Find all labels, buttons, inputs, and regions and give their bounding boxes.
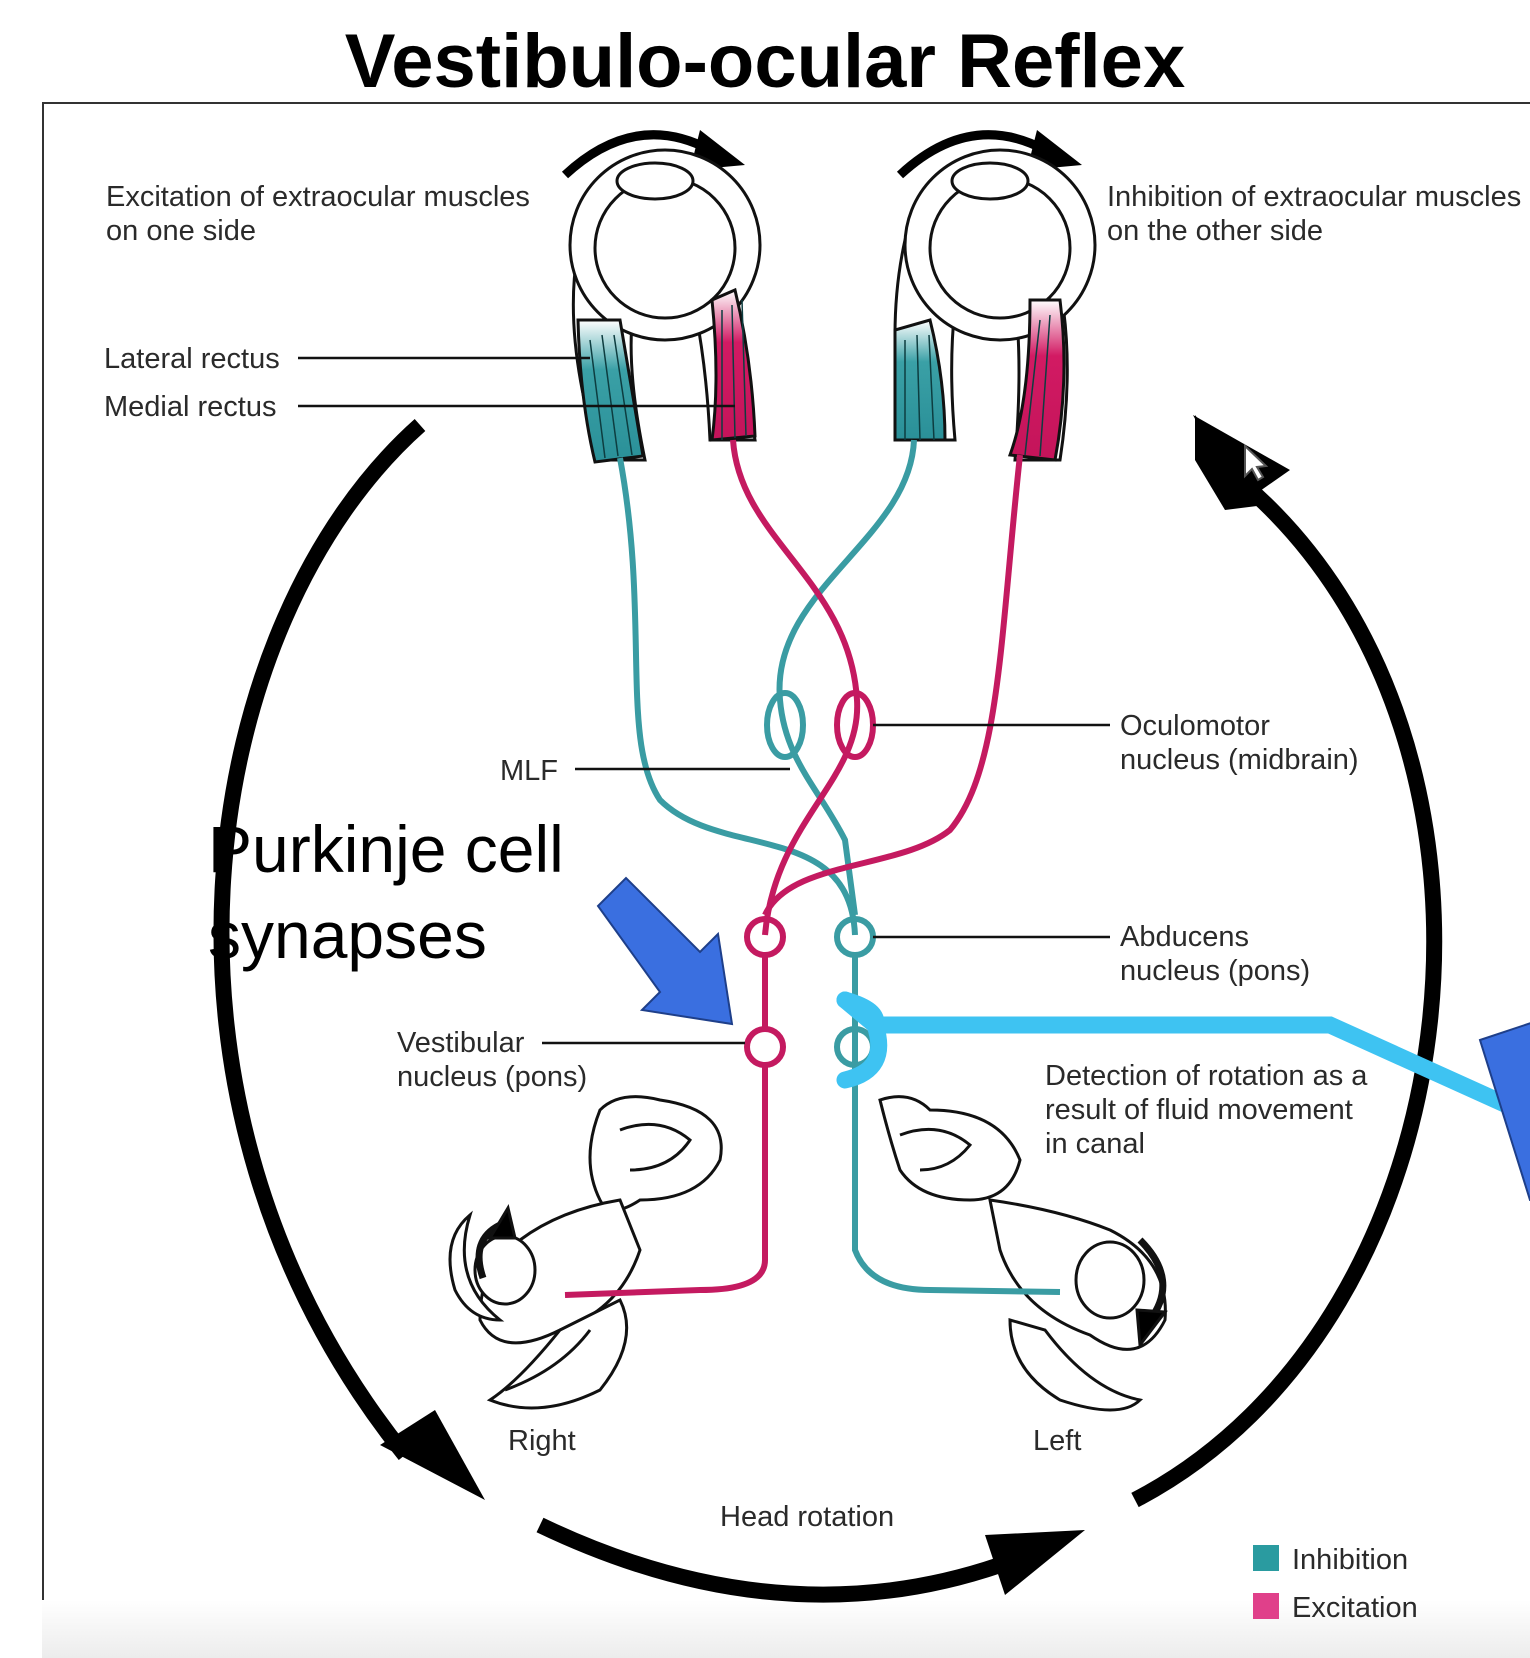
detection-label-2: result of fluid movement (1045, 1094, 1353, 1126)
medial-rectus-label: Medial rectus (104, 391, 276, 423)
vestibular-pink-node (747, 1029, 783, 1065)
excitation-label: Excitation of extraocular muscles (106, 181, 530, 213)
legend-label-inhibition: Inhibition (1292, 1544, 1408, 1576)
bottom-arc-arrowhead (985, 1530, 1085, 1595)
purkinje-arrow (598, 878, 732, 1024)
purkinje-annotation-2: synapses (208, 898, 487, 972)
mlf-label: MLF (500, 755, 558, 787)
detection-label: Detection of rotation as a (1045, 1060, 1368, 1092)
lateral-rectus-muscle (578, 320, 643, 462)
head-rotation-label: Head rotation (720, 1501, 894, 1533)
head-rotation-arrows (221, 415, 1434, 1595)
left-eye (895, 150, 1095, 460)
inhibition-label: Inhibition of extraocular muscles (1107, 181, 1521, 213)
abducens-label: Abducens (1120, 921, 1249, 953)
legend: Inhibition Excitation (1253, 1544, 1418, 1624)
legend-swatch-inhibition (1253, 1545, 1279, 1571)
bottom-arc-arrow (540, 1525, 1000, 1595)
oculomotor-label: Oculomotor (1120, 710, 1270, 742)
legend-swatch-excitation (1253, 1593, 1279, 1619)
vestibular-label-2: nucleus (pons) (397, 1061, 587, 1093)
legend-label-excitation: Excitation (1292, 1592, 1418, 1624)
excitation-label-2: on one side (106, 215, 256, 247)
left-ear-label: Left (1033, 1425, 1081, 1457)
right-ear-label: Right (508, 1425, 576, 1457)
purkinje-annotation: Purkinje cell (208, 812, 564, 886)
vestibular-label: Vestibular (397, 1027, 525, 1059)
lateral-rectus-label: Lateral rectus (104, 343, 280, 375)
right-labyrinth (450, 1097, 721, 1408)
right-eye (570, 150, 760, 462)
right-arc-arrow (1135, 485, 1434, 1500)
detection-label-3: in canal (1045, 1128, 1145, 1160)
abducens-label-2: nucleus (pons) (1120, 955, 1310, 987)
inhibition-label-2: on the other side (1107, 215, 1323, 247)
oculomotor-label-2: nucleus (midbrain) (1120, 744, 1359, 776)
purkinje-arrow-2 (1480, 1020, 1530, 1200)
